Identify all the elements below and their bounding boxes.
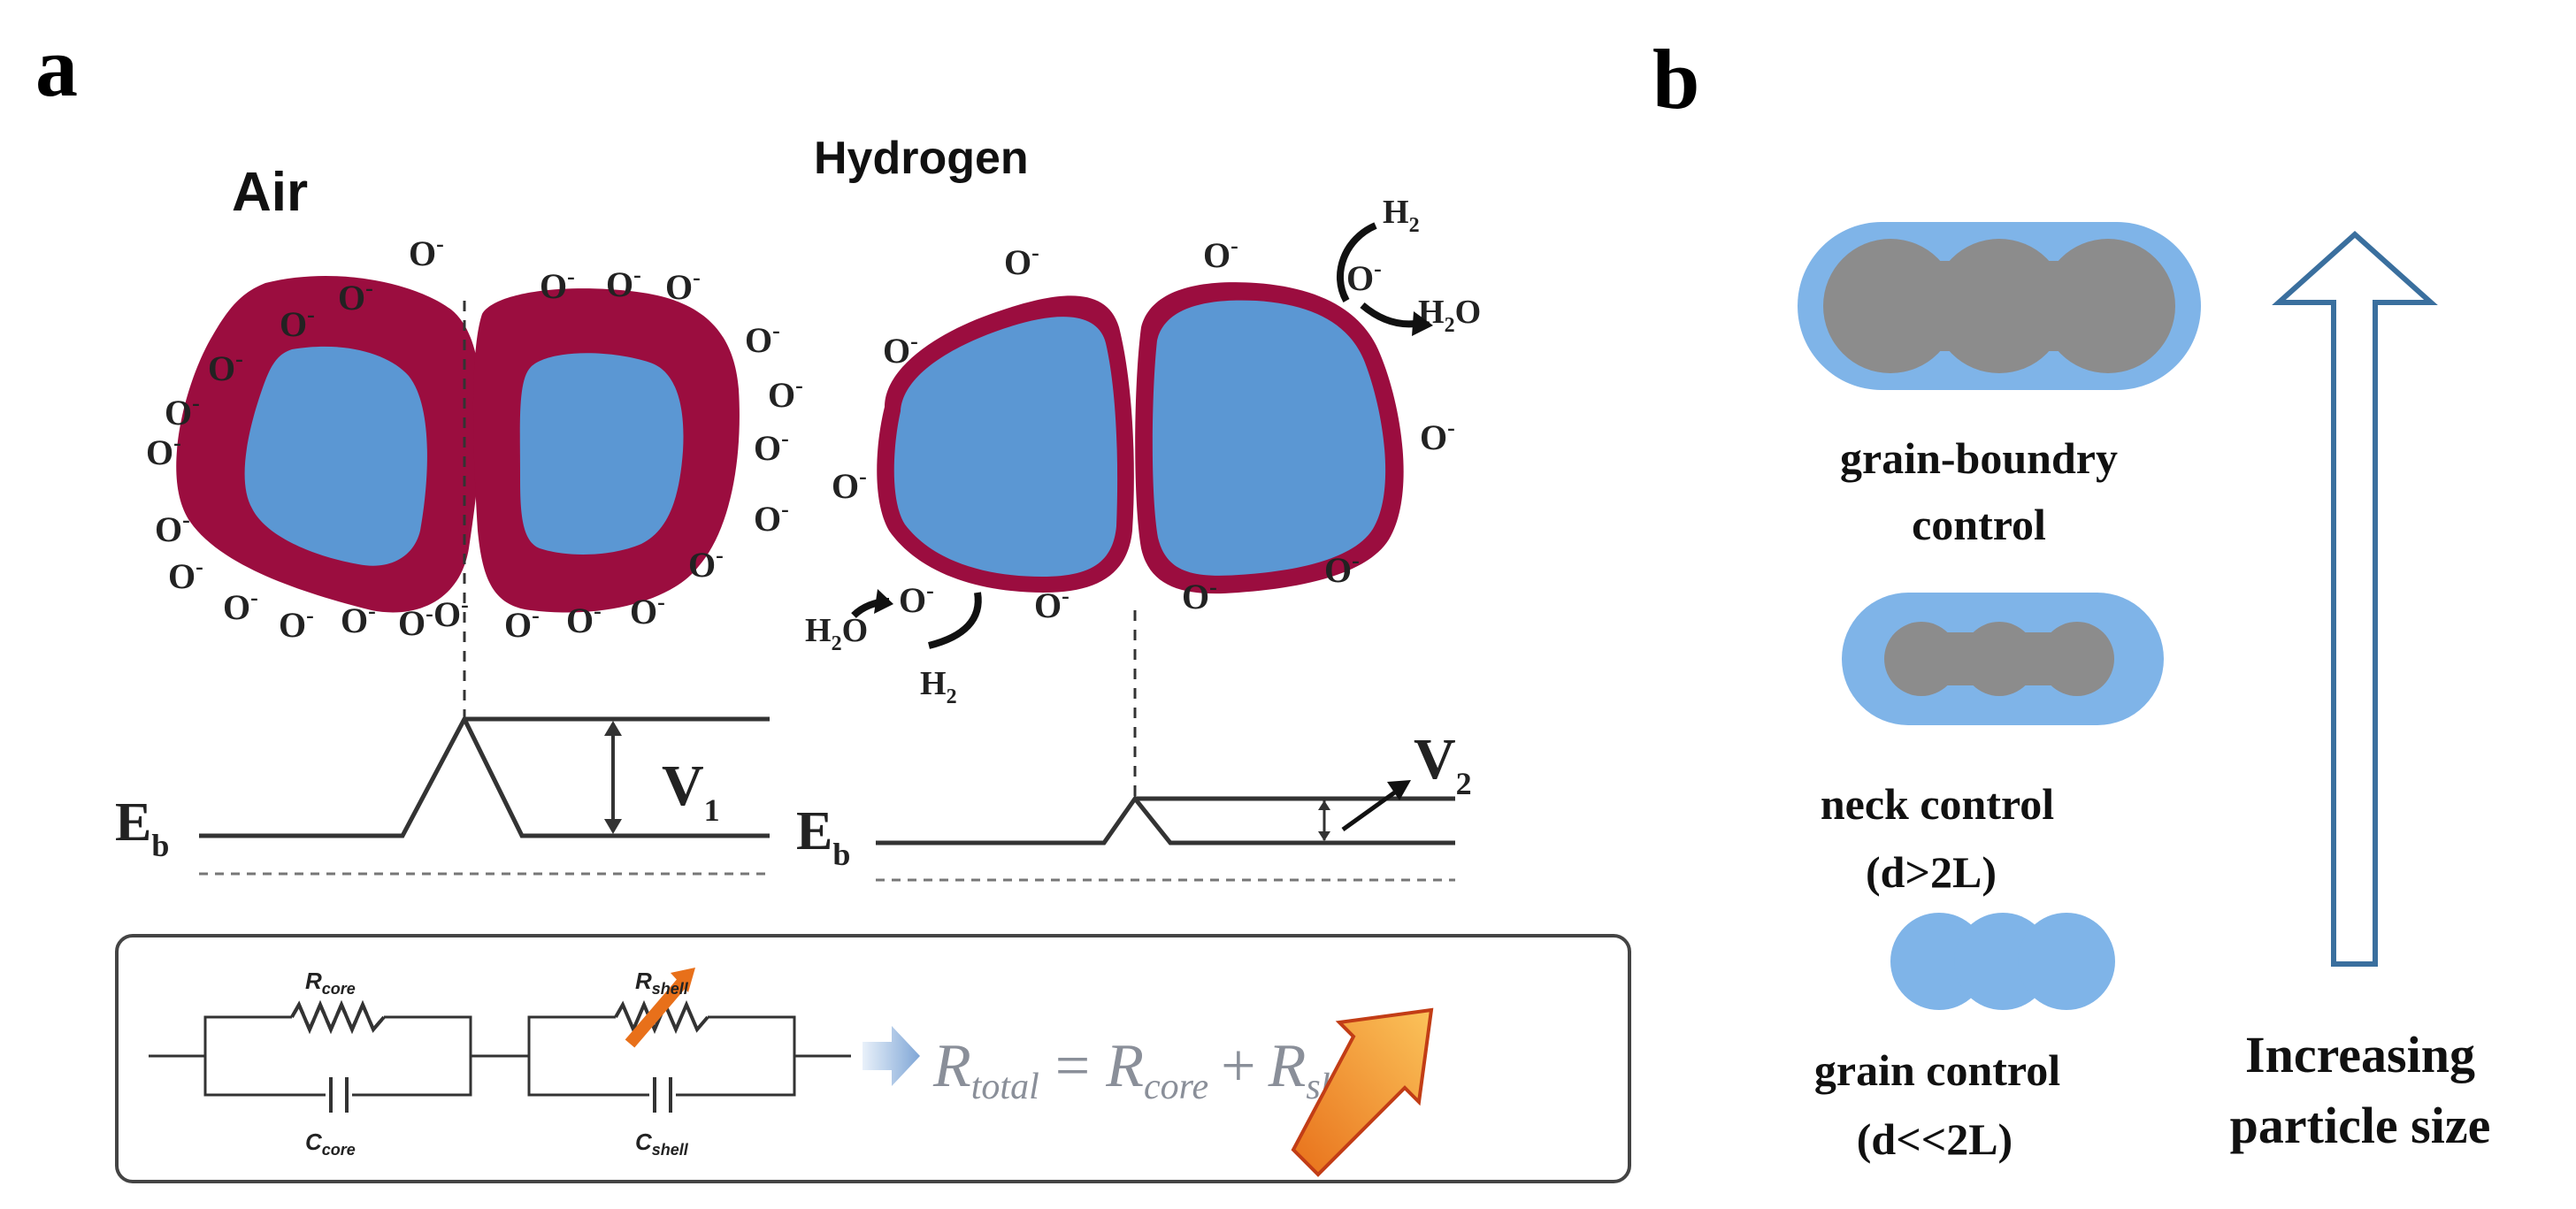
h2-eb-label: Eb xyxy=(796,801,850,872)
grain-boundary-particles xyxy=(1798,222,2201,390)
oxygen-ion-label: O- xyxy=(208,346,243,388)
oxygen-ion-label: O- xyxy=(768,372,803,415)
grain-label-2: (d<<2L) xyxy=(1857,1114,2012,1164)
grain-boundary-label-1: grain-boundry xyxy=(1840,433,2118,483)
oxygen-ion-label: O- xyxy=(280,302,315,344)
h2-oxygen-ions: O- O- O- O- O- O- O- O- O- O- xyxy=(832,233,1455,625)
oxygen-ion-label: O- xyxy=(566,598,602,640)
v2-label: V2 xyxy=(1414,727,1472,801)
air-oxygen-ions: O-O-O-O-O-O-O-O-O-O-O-O-O-O-O-O-O-O-O-O-… xyxy=(146,231,803,645)
svg-text:Rshell: Rshell xyxy=(635,968,689,998)
panel-b-label: b xyxy=(1652,32,1699,126)
oxygen-ion-label: O- xyxy=(1182,574,1217,616)
oxygen-ion-label: O- xyxy=(832,463,867,506)
oxygen-ion-label: O- xyxy=(398,601,433,643)
oxygen-ion-label: O- xyxy=(409,231,444,273)
air-particle-left xyxy=(176,275,482,613)
air-left-core xyxy=(244,346,427,566)
air-band-diagram: Eb V1 xyxy=(115,714,770,876)
air-right-core xyxy=(519,353,684,555)
grain-label-1: grain control xyxy=(1814,1045,2060,1095)
v1-label: V1 xyxy=(662,754,720,828)
oxygen-ion-label: O- xyxy=(899,578,934,620)
oxygen-ion-label: O- xyxy=(754,425,789,468)
h2-right-core xyxy=(1152,300,1386,576)
hydrogen-title: Hydrogen xyxy=(814,133,1029,184)
oxygen-ion-label: O- xyxy=(1004,240,1039,282)
circuit-box: Rcore Ccore Rshell Cshell Rtotal=Rcore+R… xyxy=(115,934,1631,1183)
oxygen-ion-label: O- xyxy=(279,602,314,645)
h2-reaction-bottom: H2O H2 xyxy=(805,589,982,708)
h2-particle-left xyxy=(877,295,1134,593)
oxygen-ion-label: O- xyxy=(883,328,918,371)
oxygen-ion-label: O- xyxy=(688,542,724,585)
grain-particles xyxy=(1890,913,2115,1010)
h2-reaction-top: H2 H2O xyxy=(1336,194,1481,337)
oxygen-ion-label: O- xyxy=(1346,256,1382,298)
svg-text:H2: H2 xyxy=(920,665,957,708)
oxygen-ion-label: O- xyxy=(223,585,258,627)
oxygen-ion-label: O- xyxy=(665,264,701,307)
svg-text:Rcore: Rcore xyxy=(305,968,356,998)
shell-increase-arrow xyxy=(1291,1007,1434,1177)
r-shell-arrow xyxy=(625,977,688,1048)
oxygen-ion-label: O- xyxy=(165,390,200,432)
svg-text:H2O: H2O xyxy=(805,612,868,655)
svg-text:Ccore: Ccore xyxy=(305,1129,356,1159)
oxygen-ion-label: O- xyxy=(630,589,665,631)
grain-boundary-label-2: control xyxy=(1912,500,2046,549)
increasing-label-1: Increasing xyxy=(2245,1026,2475,1083)
increasing-label-2: particle size xyxy=(2230,1097,2491,1154)
air-particle-right xyxy=(473,288,740,613)
oxygen-ion-label: O- xyxy=(1324,547,1360,590)
svg-text:H2: H2 xyxy=(1383,194,1420,237)
h2-left-core xyxy=(893,317,1118,577)
h2-particle-right xyxy=(1135,282,1404,594)
neck-label-2: (d>2L) xyxy=(1866,847,1997,897)
equation-arrow xyxy=(862,1026,920,1086)
oxygen-ion-label: O- xyxy=(1203,233,1238,275)
increasing-size-arrow xyxy=(2272,230,2438,967)
svg-text:Cshell: Cshell xyxy=(635,1129,689,1159)
air-title: Air xyxy=(232,162,308,223)
h2-top-arrow xyxy=(1336,222,1377,302)
oxygen-ion-label: O- xyxy=(504,602,540,645)
oxygen-ion-label: O- xyxy=(338,275,373,318)
oxygen-ion-label: O- xyxy=(1420,415,1455,457)
oxygen-ion-label: O- xyxy=(745,318,780,360)
oxygen-ion-label: O- xyxy=(754,496,789,539)
panel-a-label: a xyxy=(35,19,78,114)
air-eb-label: Eb xyxy=(115,792,169,863)
oxygen-ion-label: O- xyxy=(606,262,641,304)
neck-particles xyxy=(1842,593,2164,725)
oxygen-ion-label: O- xyxy=(155,507,190,549)
oxygen-ion-label: O- xyxy=(1034,583,1070,625)
oxygen-ion-label: O- xyxy=(168,554,203,596)
neck-label-1: neck control xyxy=(1821,779,2054,829)
oxygen-ion-label: O- xyxy=(540,264,575,306)
svg-text:H2O: H2O xyxy=(1418,294,1481,337)
oxygen-ion-label: O- xyxy=(433,592,469,634)
oxygen-ion-label: O- xyxy=(146,430,181,472)
oxygen-ion-label: O- xyxy=(341,598,376,640)
h2-band-diagram: Eb V2 xyxy=(796,727,1472,882)
